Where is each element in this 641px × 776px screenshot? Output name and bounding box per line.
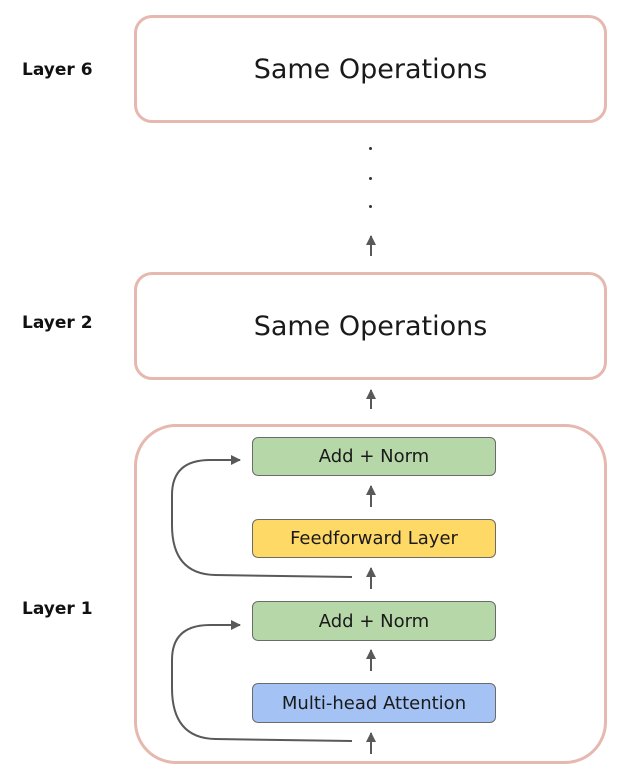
add-norm-bottom-box: Add + Norm: [252, 601, 496, 641]
layer-2-label: Layer 2: [22, 313, 93, 333]
layer-6-box: Same Operations: [134, 15, 607, 123]
attention-box: Multi-head Attention: [252, 683, 496, 723]
layer-2-text: Same Operations: [253, 310, 488, 342]
layer-2-box: Same Operations: [134, 272, 607, 380]
add-norm-top-label: Add + Norm: [318, 446, 430, 467]
add-norm-bottom-label: Add + Norm: [318, 610, 430, 632]
ellipsis-dot-2: [369, 177, 372, 180]
residual-arrow-bottom: [171, 620, 353, 742]
layer-1-label: Layer 1: [22, 599, 93, 619]
feedforward-box: Feedforward Layer: [252, 519, 496, 558]
ellipsis-dot-1: [369, 147, 372, 150]
layer-6-label: Layer 6: [22, 60, 93, 80]
feedforward-label: Feedforward Layer: [290, 528, 458, 549]
attention-label: Multi-head Attention: [281, 692, 467, 714]
add-norm-top-box: Add + Norm: [252, 437, 496, 476]
residual-arrow-top: [171, 455, 353, 578]
ellipsis-dot-3: [369, 205, 372, 208]
layer-6-text: Same Operations: [253, 53, 488, 85]
